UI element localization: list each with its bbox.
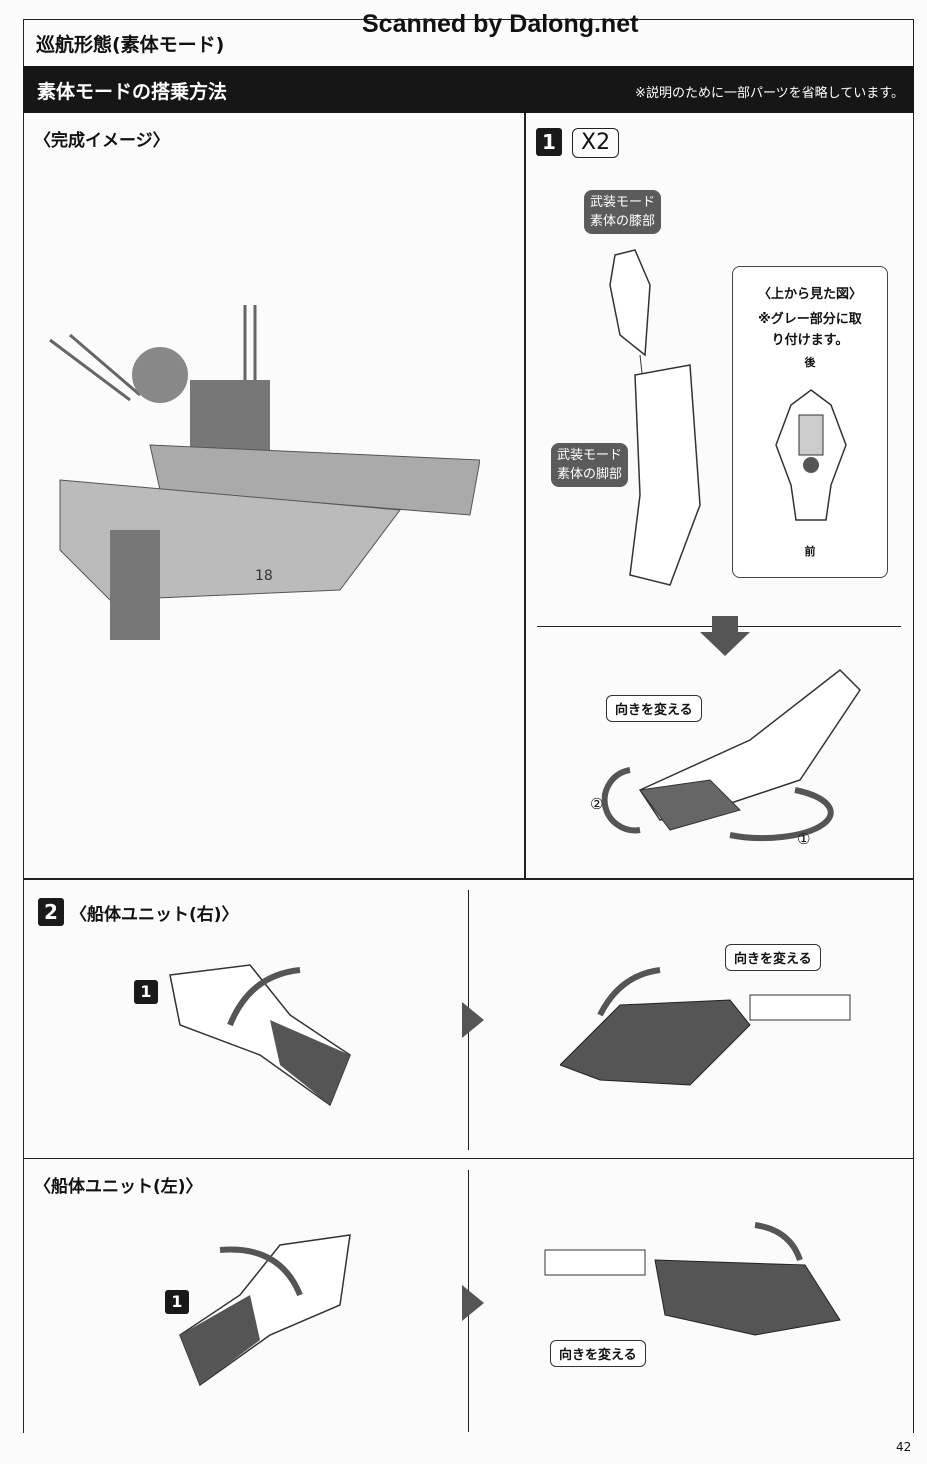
sub-step-number: 1 bbox=[165, 1290, 189, 1314]
hull-number: 18 bbox=[255, 568, 273, 584]
step-number: 2 bbox=[38, 898, 64, 926]
rotation-step-1: ① bbox=[797, 830, 811, 848]
knee-label-line1: 武装モード bbox=[590, 195, 656, 210]
complete-image-label: 〈完成イメージ〉 bbox=[34, 131, 170, 151]
page-number: 42 bbox=[896, 1440, 912, 1454]
arrow-right-icon bbox=[462, 1002, 484, 1038]
leg-label: 武装モード 素体の脚部 bbox=[551, 443, 629, 487]
down-arrow-icon bbox=[700, 616, 750, 656]
sub-step-number: 1 bbox=[134, 980, 158, 1004]
front-label: 前 bbox=[804, 545, 816, 558]
divider bbox=[23, 878, 914, 880]
page-title: 巡航形態(素体モード) bbox=[36, 34, 225, 56]
back-label: 後 bbox=[804, 356, 816, 369]
watermark: Scanned by Dalong.net bbox=[362, 10, 639, 38]
step-number: 1 bbox=[536, 128, 562, 156]
hull-right-after-illustration bbox=[560, 967, 851, 1086]
top-view-inset: 〈上から見た図〉 ※グレー部分に取 り付けます。 後 前 bbox=[732, 266, 888, 578]
leg-label-line2: 素体の脚部 bbox=[557, 467, 623, 482]
hull-right-title: 〈船体ユニット(右)〉 bbox=[70, 904, 239, 925]
inset-note: ※グレー部分に取 bbox=[758, 312, 862, 327]
hull-right-before-illustration bbox=[169, 964, 351, 1107]
section-bar: 素体モードの搭乗方法 ※説明のために一部パーツを省略しています。 bbox=[23, 66, 914, 113]
arrow-right-icon bbox=[462, 1285, 484, 1321]
rotated-leg-illustration bbox=[601, 669, 861, 842]
rotation-step-2: ② bbox=[590, 795, 604, 813]
page-frame bbox=[23, 19, 914, 1433]
inset-title: 〈上から見た図〉 bbox=[757, 287, 862, 302]
section-title: 素体モードの搭乗方法 bbox=[37, 81, 228, 103]
rotate-label: 向きを変える bbox=[550, 1340, 646, 1367]
step1-header: 1 X2 bbox=[536, 128, 620, 158]
hull-left-after-illustration bbox=[544, 1222, 841, 1336]
knee-label-line2: 素体の膝部 bbox=[590, 214, 656, 229]
section-note: ※説明のために一部パーツを省略しています。 bbox=[635, 86, 904, 101]
divider bbox=[23, 1158, 914, 1159]
divider bbox=[524, 113, 526, 878]
rotate-label: 向きを変える bbox=[725, 944, 821, 971]
step2-header: 2 〈船体ユニット(右)〉 bbox=[38, 898, 239, 926]
hull-left-title: 〈船体ユニット(左)〉 bbox=[34, 1177, 203, 1197]
inset-note: り付けます。 bbox=[771, 333, 849, 348]
leg-part-illustration bbox=[609, 249, 701, 586]
quantity-badge: X2 bbox=[572, 128, 620, 158]
rotate-label: 向きを変える bbox=[606, 695, 702, 722]
top-view-illustration bbox=[775, 389, 847, 521]
hull-left-before-illustration bbox=[179, 1234, 351, 1387]
knee-label: 武装モード 素体の膝部 bbox=[584, 190, 662, 234]
leg-label-line1: 武装モード bbox=[557, 448, 623, 463]
completed-model-illustration: 18 bbox=[49, 305, 480, 640]
